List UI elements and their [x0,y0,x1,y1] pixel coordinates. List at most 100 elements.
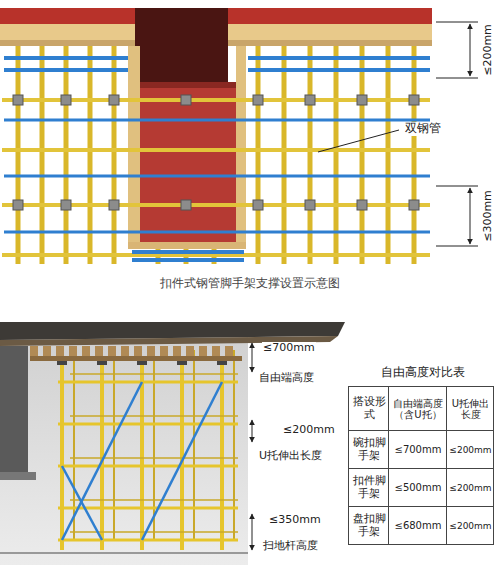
dimension-text: ≤350mm [268,514,322,527]
horizontal-tube [4,68,128,72]
horizontal-tube [58,539,238,542]
timber-joist [82,346,90,356]
steel-tubes [2,46,430,264]
dimension-label: 扫地杆高度 [262,540,319,553]
timber-joist [212,346,220,356]
clamp [13,95,23,105]
table-cell: 扣件脚手架 [349,469,389,507]
timber-joist [134,346,142,356]
timber-joist [121,346,129,356]
dimension-marks [252,343,253,550]
vertical-tube [193,350,195,540]
horizontal-tube [248,68,430,72]
timber-joist [186,346,194,356]
steel-tubes [30,346,242,550]
clamp [305,200,315,210]
timber-joist [69,346,77,356]
double-steel-tube [132,258,244,262]
timber-beam [30,356,242,361]
clamp [409,200,419,210]
clamp [181,200,191,210]
horizontal-tube [58,381,238,384]
clamp [109,200,119,210]
timber-joist [199,346,207,356]
vertical-tube [233,350,235,540]
table-cell: 盘扣脚手架 [349,507,389,545]
table-cell: ≤200mm [447,431,494,469]
table-cell: ≤200mm [447,507,494,545]
leader-line [318,130,399,152]
callout-text: 双钢管 [404,122,442,136]
clamp [253,200,263,210]
dimension-label: U托伸出长度 [258,450,323,463]
table-cell: ≤700mm [389,431,447,469]
timber-joist [43,346,51,356]
dimension-text: ≤700mm [262,342,316,355]
clamp [61,200,71,210]
timber-joist [160,346,168,356]
clamp [357,200,367,210]
table-header: U托伸出长度 [447,387,494,431]
u-head-jack [217,361,227,365]
diagonal-brace [142,382,222,540]
u-head-jack [137,361,147,365]
dimension-label: 自由端高度 [258,372,315,385]
horizontal-tube [58,465,238,468]
horizontal-tube [4,175,430,178]
timber-joist [95,346,103,356]
dimension-text: ≤200mm [282,424,336,437]
table-cell: ≤200mm [449,521,491,531]
horizontal-tube [4,56,128,60]
timber-joist [225,346,233,356]
clamp [13,200,23,210]
horizontal-tube [2,253,430,257]
table-cell: ≤200mm [447,469,494,507]
horizontal-tube [70,415,238,417]
table-cell: ≤700mm [395,444,442,456]
timber-joist [173,346,181,356]
clamp [253,95,263,105]
vertical-tube [153,350,155,540]
horizontal-tube [2,148,430,152]
clamp [181,95,191,105]
table-header: U托伸出长度 [448,398,493,421]
figure-caption: 扣件式钢管脚手架支撑设置示意图 [0,275,500,292]
vertical-tube [60,365,64,550]
timber-joist [147,346,155,356]
table-title: 自由高度对比表 [349,366,496,380]
support-frame [0,322,345,565]
table-cell: ≤680mm [389,507,447,545]
table-cell: 碗扣脚手架 [350,437,388,462]
horizontal-tube [70,373,238,375]
table-cell: ≤500mm [395,482,442,494]
table-cell: ≤200mm [449,445,491,455]
clamp [357,95,367,105]
clamp [109,95,119,105]
horizontal-tube [58,423,238,426]
table-cell: 盘扣脚手架 [350,513,388,538]
diagonal-brace [62,466,102,540]
vertical-tube [113,350,115,540]
clamp [305,95,315,105]
table-cell: 扣件脚手架 [350,475,388,500]
horizontal-tube [4,231,430,234]
comparison-table [349,387,494,545]
horizontal-tube [4,119,430,122]
timber-joist [56,346,64,356]
table-header: 自由端高度（含U托） [389,387,447,431]
horizontal-tube [70,499,238,501]
double-steel-tube [132,250,244,254]
table-header: 搭设形式 [349,387,389,431]
horizontal-tube [70,457,238,459]
clamp [409,95,419,105]
timber-joist [108,346,116,356]
horizontal-tube [248,56,430,60]
dimension-text: ≤300mm [482,188,495,244]
dimension-text: ≤200mm [482,22,495,78]
dimension-marks [318,22,478,246]
table-cell: ≤680mm [395,520,442,532]
vertical-tube [73,350,75,540]
timber-joist [30,346,38,356]
horizontal-tube [70,531,238,533]
table-cell: ≤500mm [389,469,447,507]
